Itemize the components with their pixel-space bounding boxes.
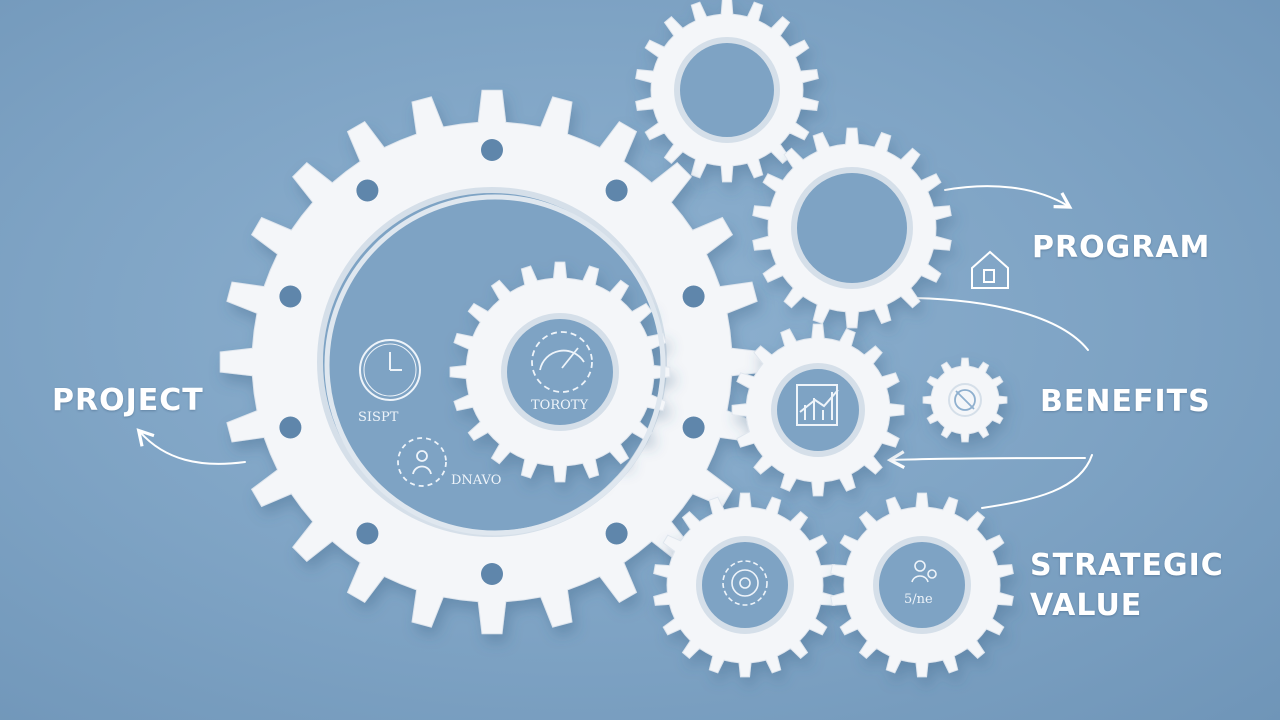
clock-icon: [359, 339, 421, 401]
benefits-gear: [731, 323, 905, 497]
benefits-to-strategic-line: [981, 454, 1093, 509]
person-caption: DNAVO: [451, 473, 501, 488]
project-label: PROJECT: [52, 383, 204, 418]
people-icon: [911, 560, 937, 583]
strategic-gear: [830, 492, 1014, 678]
center-gear-caption: TOROTY: [531, 398, 588, 413]
benefits-return-arrow: [886, 450, 1086, 469]
center-gear: [449, 261, 671, 483]
target-icon: [722, 560, 768, 606]
large-gear-inner-ring: [324, 194, 666, 536]
person-icon: [397, 437, 447, 487]
strategic-label-line1: STRATEGIC: [1030, 548, 1224, 583]
gear-layer: [219, 0, 1014, 678]
target-gear: [653, 492, 837, 678]
benefits-label: BENEFITS: [1040, 384, 1211, 419]
strategic-gear-caption: 5/ne: [904, 592, 933, 607]
connector-lines: [136, 185, 1093, 509]
project-arrow: [136, 428, 246, 465]
settings-icon: [954, 389, 976, 411]
gauge-icon: [531, 331, 593, 393]
program-arrow: [944, 185, 1073, 209]
program-gear: [752, 127, 952, 329]
clock-caption: SISPT: [358, 410, 399, 425]
program-label: PROGRAM: [1032, 230, 1211, 265]
top-gear: [635, 0, 819, 183]
strategic-label-line2: VALUE: [1030, 588, 1143, 623]
house-icon: [971, 250, 1009, 289]
program-to-benefits-line: [914, 297, 1089, 351]
chart-icon: [796, 384, 839, 426]
